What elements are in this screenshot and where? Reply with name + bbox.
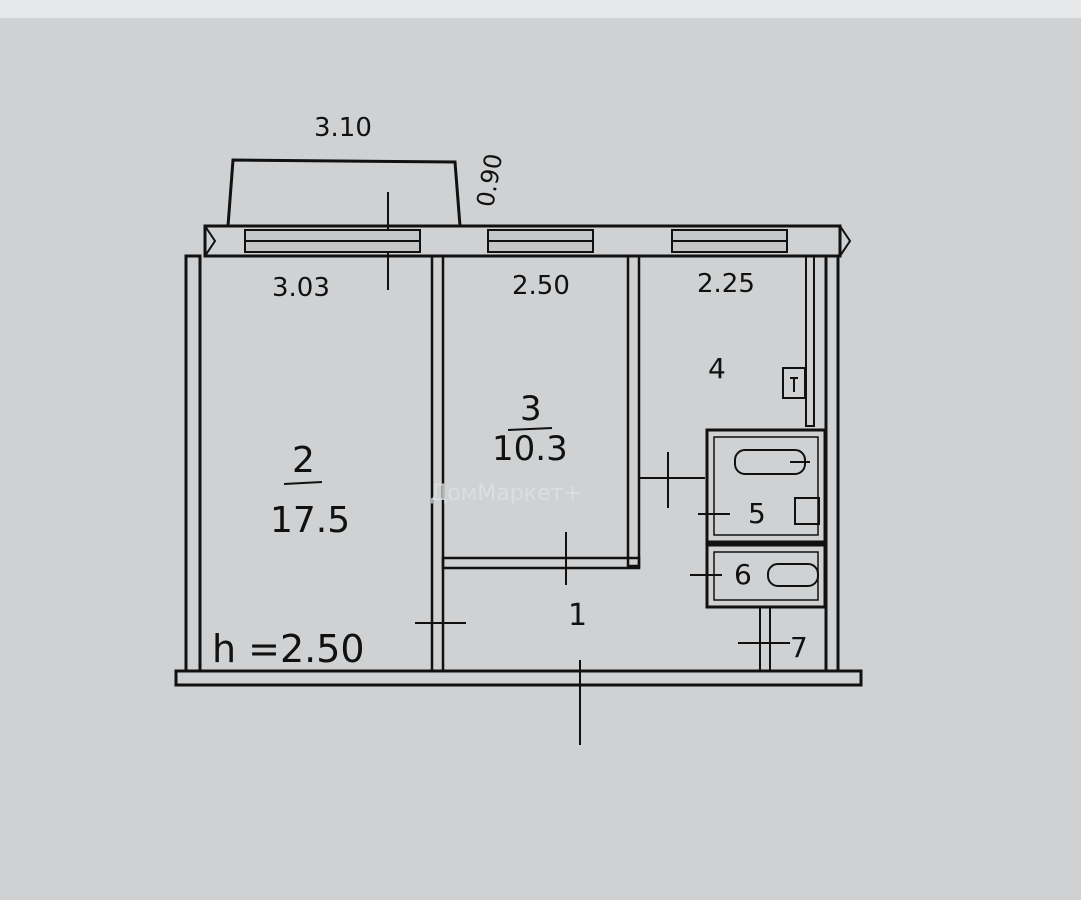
watermark: ДомМаркет+ [430,481,582,506]
exterior-wall-right [824,254,840,673]
room-2-number: 2 [292,440,315,481]
room-5-number: 5 [748,497,766,530]
partition-2-3 [430,254,445,673]
exterior-wall-left [184,254,202,673]
ceiling-height: h =2.50 [212,627,365,671]
wall-break-right [839,225,852,257]
room-2-area: 17.5 [270,500,350,541]
exterior-wall-bottom [174,669,863,687]
room-6-number: 6 [734,558,752,591]
dim-balcony-depth: 0.90 [471,152,508,209]
bathroom-5 [705,428,827,544]
room-3-bottom-wall [441,556,641,570]
dim-balcony-length: 3.10 [314,113,372,143]
toilet-6 [705,543,827,609]
kitchen-stove [782,367,806,399]
dim-room-2-width: 3.03 [272,273,330,303]
washbasin [794,497,820,525]
room-3-area: 10.3 [492,429,568,469]
closet-7-wall [759,606,771,672]
room-7-number: 7 [790,631,808,664]
wall-break-left [204,225,217,257]
toilet-fixture [767,563,819,587]
balcony-outline [226,158,462,227]
exterior-wall-top [203,224,842,258]
partition-3-4 [626,254,641,568]
room-1-number: 1 [568,598,587,633]
paper-edge [0,0,1081,18]
room-3-number: 3 [520,389,542,429]
dim-room-4-width: 2.25 [697,269,755,299]
dim-room-3-width: 2.50 [512,271,570,301]
room-4-number: 4 [708,352,726,385]
kitchen-wall [805,255,815,427]
